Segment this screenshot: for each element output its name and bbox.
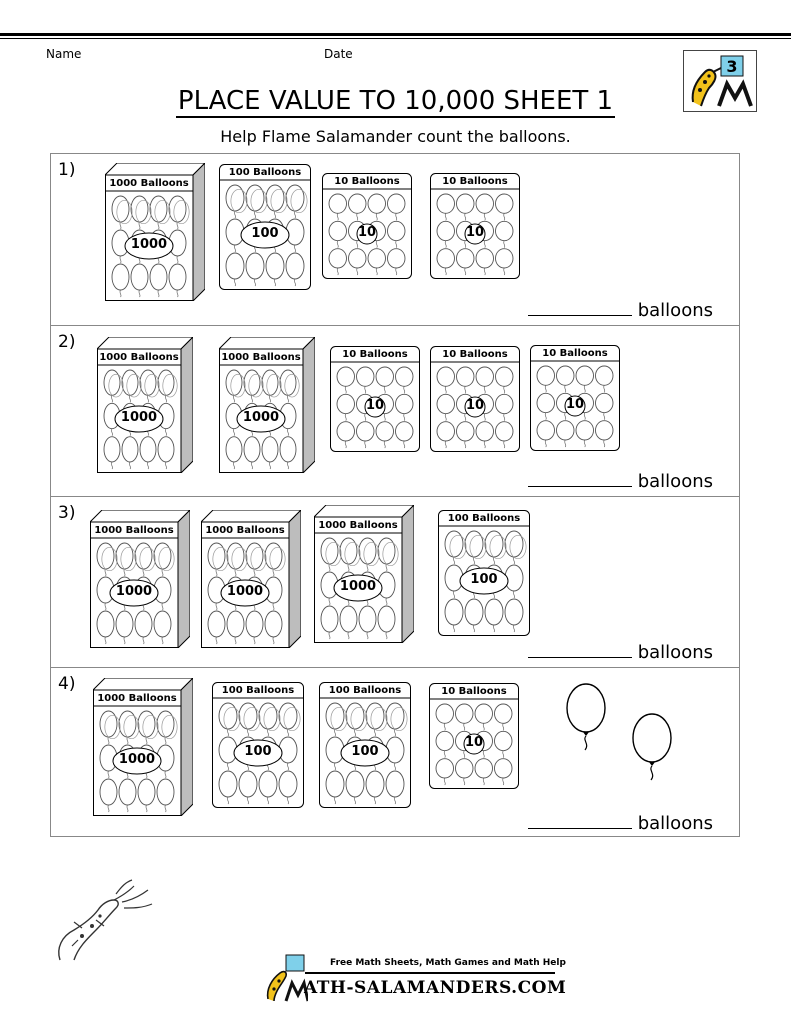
block-label: 1000 Balloons: [318, 520, 398, 531]
question-4: 4) 1000 Balloons 1000 100 Balloons 100 1…: [51, 667, 739, 838]
block-value: 1000: [339, 579, 377, 594]
ten-block: 10 Balloons 10: [530, 345, 620, 451]
grade-badge: 3: [726, 57, 737, 76]
block-value: 10: [464, 735, 484, 750]
block-label: 10 Balloons: [342, 349, 408, 360]
block-label: 1000 Balloons: [109, 178, 189, 189]
hundred-block: 100 Balloons 100: [319, 682, 411, 808]
thousand-block: 1000 Balloons 1000: [90, 510, 190, 648]
answer-line[interactable]: balloons: [527, 810, 713, 834]
block-value: 100: [470, 572, 498, 587]
salamander-logo-icon: [262, 953, 310, 1003]
answer-blank[interactable]: [527, 468, 632, 487]
thousand-block: 1000 Balloons 1000: [97, 337, 193, 473]
block-label: 1000 Balloons: [221, 352, 301, 363]
salamander-drawing-icon: [52, 878, 156, 962]
hundred-block: 100 Balloons 100: [219, 164, 311, 290]
thousand-block: 1000 Balloons 1000: [314, 505, 414, 643]
ten-block: 10 Balloons 10: [330, 346, 420, 452]
thousand-block: 1000 Balloons 1000: [201, 510, 301, 648]
block-label: 100 Balloons: [447, 513, 521, 524]
block-label: 100 Balloons: [328, 685, 402, 696]
block-value: 100: [244, 744, 272, 759]
answer-blank[interactable]: [527, 810, 632, 829]
footer-brand[interactable]: ATH-SALAMANDERS.COM: [304, 978, 567, 998]
name-label: Name: [46, 47, 82, 61]
block-label: 10 Balloons: [334, 176, 400, 187]
ten-block: 10 Balloons 10: [430, 173, 520, 279]
block-value: 1000: [130, 237, 168, 252]
answer-blank[interactable]: [527, 639, 632, 658]
question-number: 3): [58, 503, 76, 523]
ten-block: 10 Balloons 10: [322, 173, 412, 279]
block-label: 100 Balloons: [221, 685, 295, 696]
block-value: 1000: [115, 584, 153, 599]
question-number: 4): [58, 674, 76, 694]
block-label: 10 Balloons: [442, 349, 508, 360]
question-3: 3) 1000 Balloons 1000 1000 Balloons 1000…: [51, 496, 739, 667]
block-label: 1000 Balloons: [99, 352, 179, 363]
block-label: 10 Balloons: [442, 176, 508, 187]
block-value: 100: [351, 744, 379, 759]
footer-rule: [305, 972, 555, 974]
block-value: 10: [465, 398, 485, 413]
worksheet: 1) 1000 Balloons 1000 100 Balloons 100 1…: [50, 153, 740, 837]
block-label: 10 Balloons: [441, 686, 507, 697]
block-value: 100: [251, 226, 279, 241]
thousand-block: 1000 Balloons 1000: [93, 678, 193, 816]
block-value: 10: [365, 398, 385, 413]
ten-block: 10 Balloons 10: [429, 683, 519, 789]
footer-tagline: Free Math Sheets, Math Games and Math He…: [330, 958, 566, 968]
hundred-block: 100 Balloons 100: [212, 682, 304, 808]
block-value: 10: [357, 225, 377, 240]
date-label: Date: [324, 47, 353, 61]
answer-line[interactable]: balloons: [527, 297, 713, 321]
block-value: 10: [565, 397, 585, 412]
block-value: 10: [465, 225, 485, 240]
block-label: 100 Balloons: [228, 167, 302, 178]
ten-block: 10 Balloons 10: [430, 346, 520, 452]
answer-line[interactable]: balloons: [527, 639, 713, 663]
hundred-block: 100 Balloons 100: [438, 510, 530, 636]
answer-blank[interactable]: [527, 297, 632, 316]
page-title: PLACE VALUE TO 10,000 SHEET 1: [175, 86, 616, 118]
thousand-block: 1000 Balloons 1000: [219, 337, 315, 473]
page-subtitle: Help Flame Salamander count the balloons…: [220, 127, 571, 146]
question-number: 2): [58, 332, 76, 352]
question-1: 1) 1000 Balloons 1000 100 Balloons 100 1…: [51, 154, 739, 325]
block-label: 1000 Balloons: [94, 525, 174, 536]
salamander-logo-icon: 3: [683, 50, 757, 112]
block-value: 1000: [120, 410, 158, 425]
question-2: 2) 1000 Balloons 1000 1000 Balloons 1000…: [51, 325, 739, 496]
block-value: 1000: [118, 752, 156, 767]
answer-line[interactable]: balloons: [527, 468, 713, 492]
block-value: 1000: [226, 584, 264, 599]
block-value: 1000: [242, 410, 280, 425]
header-rule-thick: [0, 33, 791, 36]
block-label: 1000 Balloons: [97, 693, 177, 704]
thousand-block: 1000 Balloons 1000: [105, 163, 205, 301]
header-rule-thin: [0, 38, 791, 39]
question-number: 1): [58, 160, 76, 180]
block-label: 1000 Balloons: [205, 525, 285, 536]
block-label: 10 Balloons: [542, 348, 608, 359]
